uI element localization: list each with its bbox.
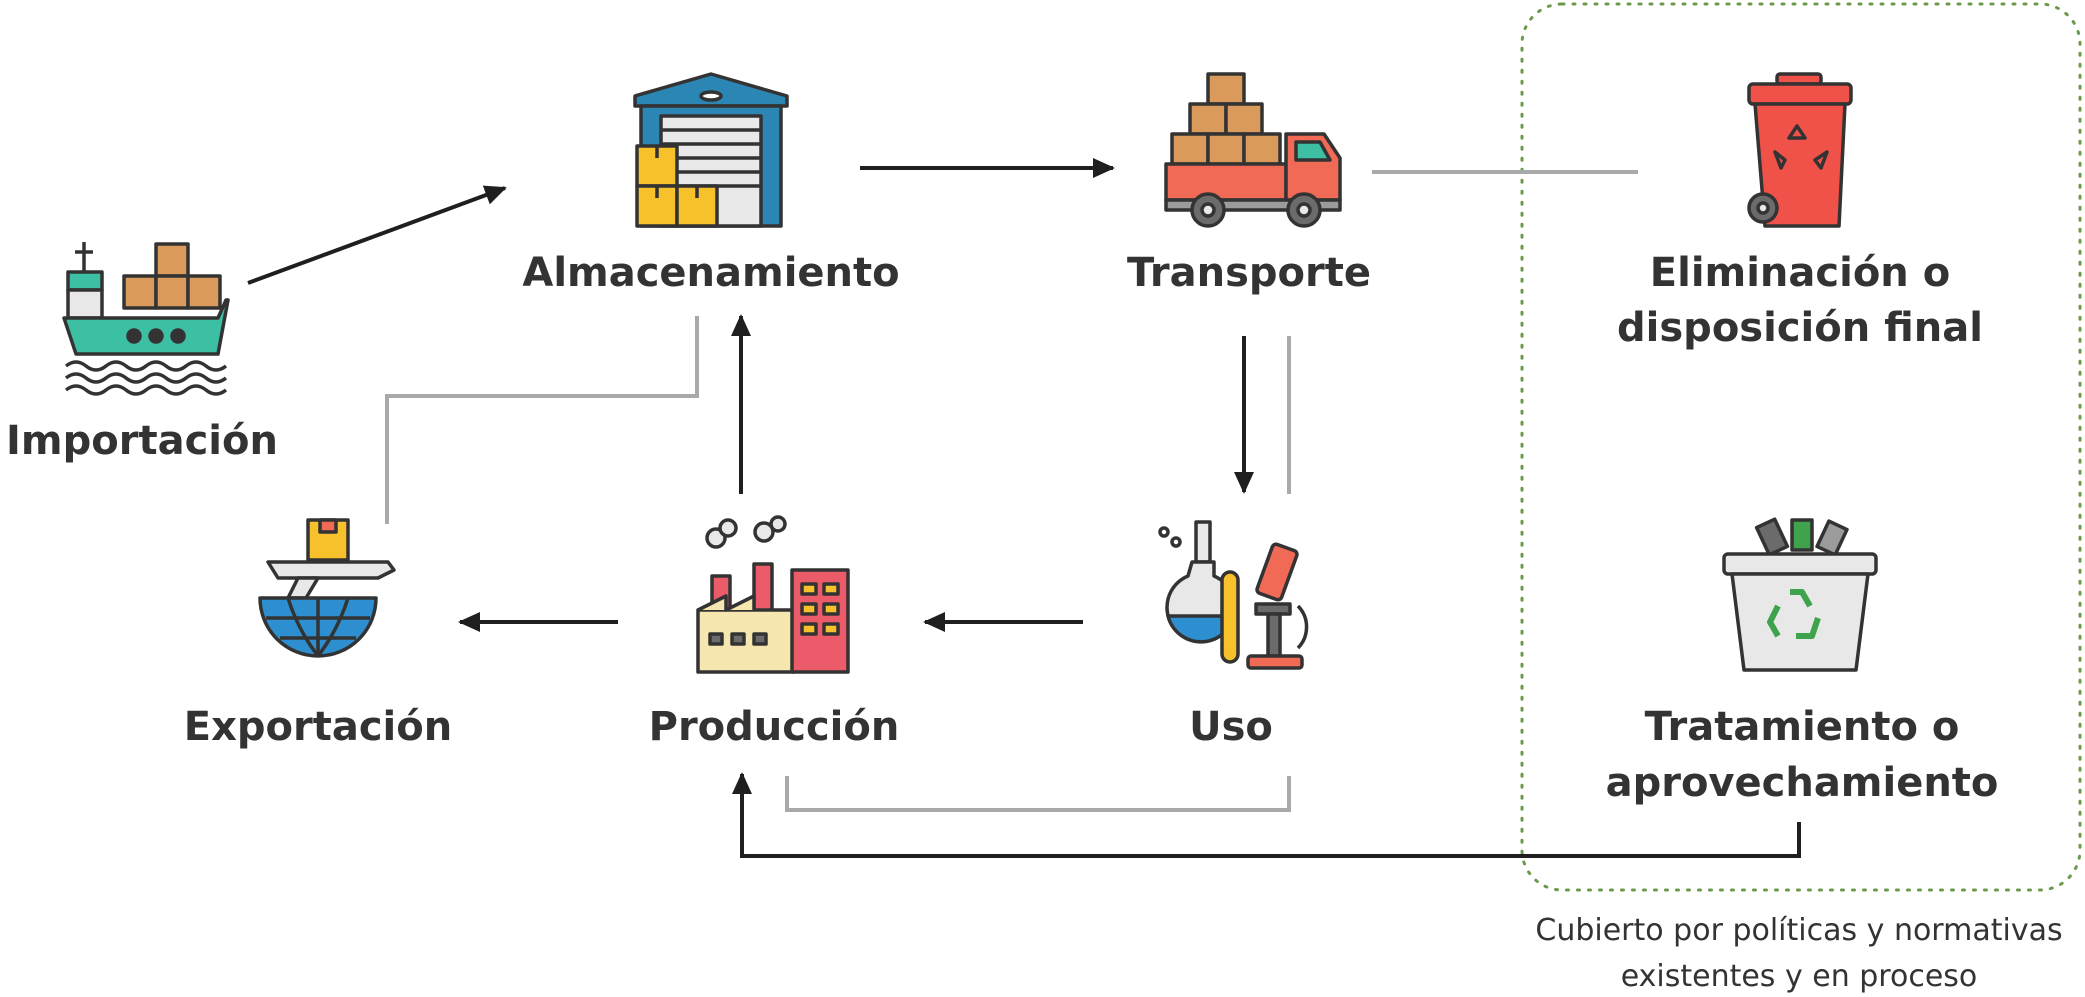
label-produccion: Producción (649, 704, 900, 750)
factory-icon (696, 515, 850, 674)
arrow-tratamiento-produccion (732, 772, 1801, 858)
plane-globe-icon (258, 518, 396, 658)
coverage-note-line2: existentes y en proceso (1621, 959, 1978, 994)
label-eliminacion-line2: disposición final (1617, 305, 1983, 351)
label-eliminacion-line1: Eliminación o (1650, 250, 1950, 296)
arrow-importacion-almacenamiento (247, 185, 507, 285)
warehouse-icon (633, 72, 789, 228)
coverage-note-line1: Cubierto por políticas y normativas (1535, 913, 2062, 948)
recycling-basket-icon (1722, 517, 1878, 672)
label-almacenamiento: Almacenamiento (522, 250, 899, 296)
label-importacion: Importación (6, 418, 278, 464)
recycle-bin-icon (1747, 72, 1853, 228)
truck-icon (1164, 72, 1342, 228)
label-transporte: Transporte (1127, 250, 1371, 296)
primary-flow-arrows (247, 158, 1801, 858)
label-uso: Uso (1189, 704, 1273, 750)
line-exportacion-almacenamiento (385, 316, 699, 524)
label-exportacion: Exportación (184, 704, 452, 750)
secondary-flow-lines (385, 170, 1638, 812)
line-produccion-uso (785, 776, 1291, 812)
label-tratamiento-line2: aprovechamiento (1606, 760, 1999, 806)
coverage-region-border (1520, 2, 2082, 892)
label-tratamiento-line1: Tratamiento o (1645, 704, 1960, 750)
ship-icon (62, 242, 230, 396)
lab-microscope-icon (1158, 520, 1309, 670)
